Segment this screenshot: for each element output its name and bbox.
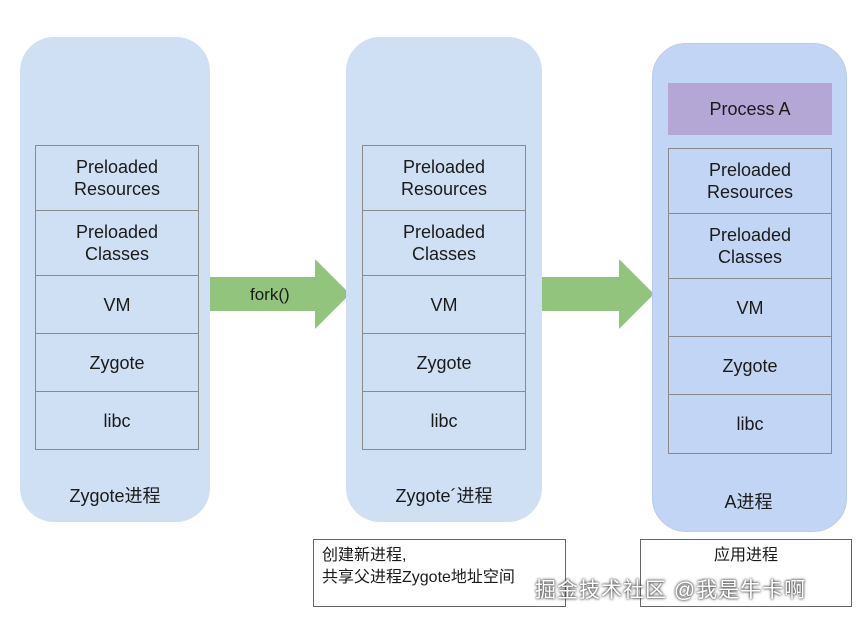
fork-arrow-icon [210,259,350,329]
libc-cell: libc [362,391,526,450]
zygote-process-caption: Zygote进程 [69,486,161,506]
preloaded-classes-cell: Preloaded Classes [668,213,832,278]
zygote-prime-process-panel [346,37,542,522]
watermark: 掘金技术社区 @我是牛卡啊 [535,579,807,602]
zygote-process-panel [20,37,210,522]
app-process-caption: A进程 [724,492,773,512]
vm-cell: VM [668,278,832,336]
libc-cell: libc [668,394,832,454]
vm-cell: VM [362,275,526,333]
zygote-cell: Zygote [35,333,199,391]
zygote-prime-process-caption: Zygote´进程 [395,486,493,506]
preloaded-classes-cell: Preloaded Classes [362,210,526,275]
app-process-note: 应用进程 [640,539,852,607]
preloaded-resources-cell: Preloaded Resources [35,145,199,210]
libc-cell: libc [35,391,199,450]
zygote-cell: Zygote [362,333,526,391]
preloaded-classes-cell: Preloaded Classes [35,210,199,275]
vm-cell: VM [35,275,199,333]
spawn-arrow-icon [542,259,654,329]
fork-note: 创建新进程, 共享父进程Zygote地址空间 [313,539,566,607]
zygote-cell: Zygote [668,336,832,394]
process-a-box: Process A [668,83,832,135]
fork-label: fork() [250,285,290,304]
preloaded-resources-cell: Preloaded Resources [362,145,526,210]
preloaded-resources-cell: Preloaded Resources [668,148,832,213]
